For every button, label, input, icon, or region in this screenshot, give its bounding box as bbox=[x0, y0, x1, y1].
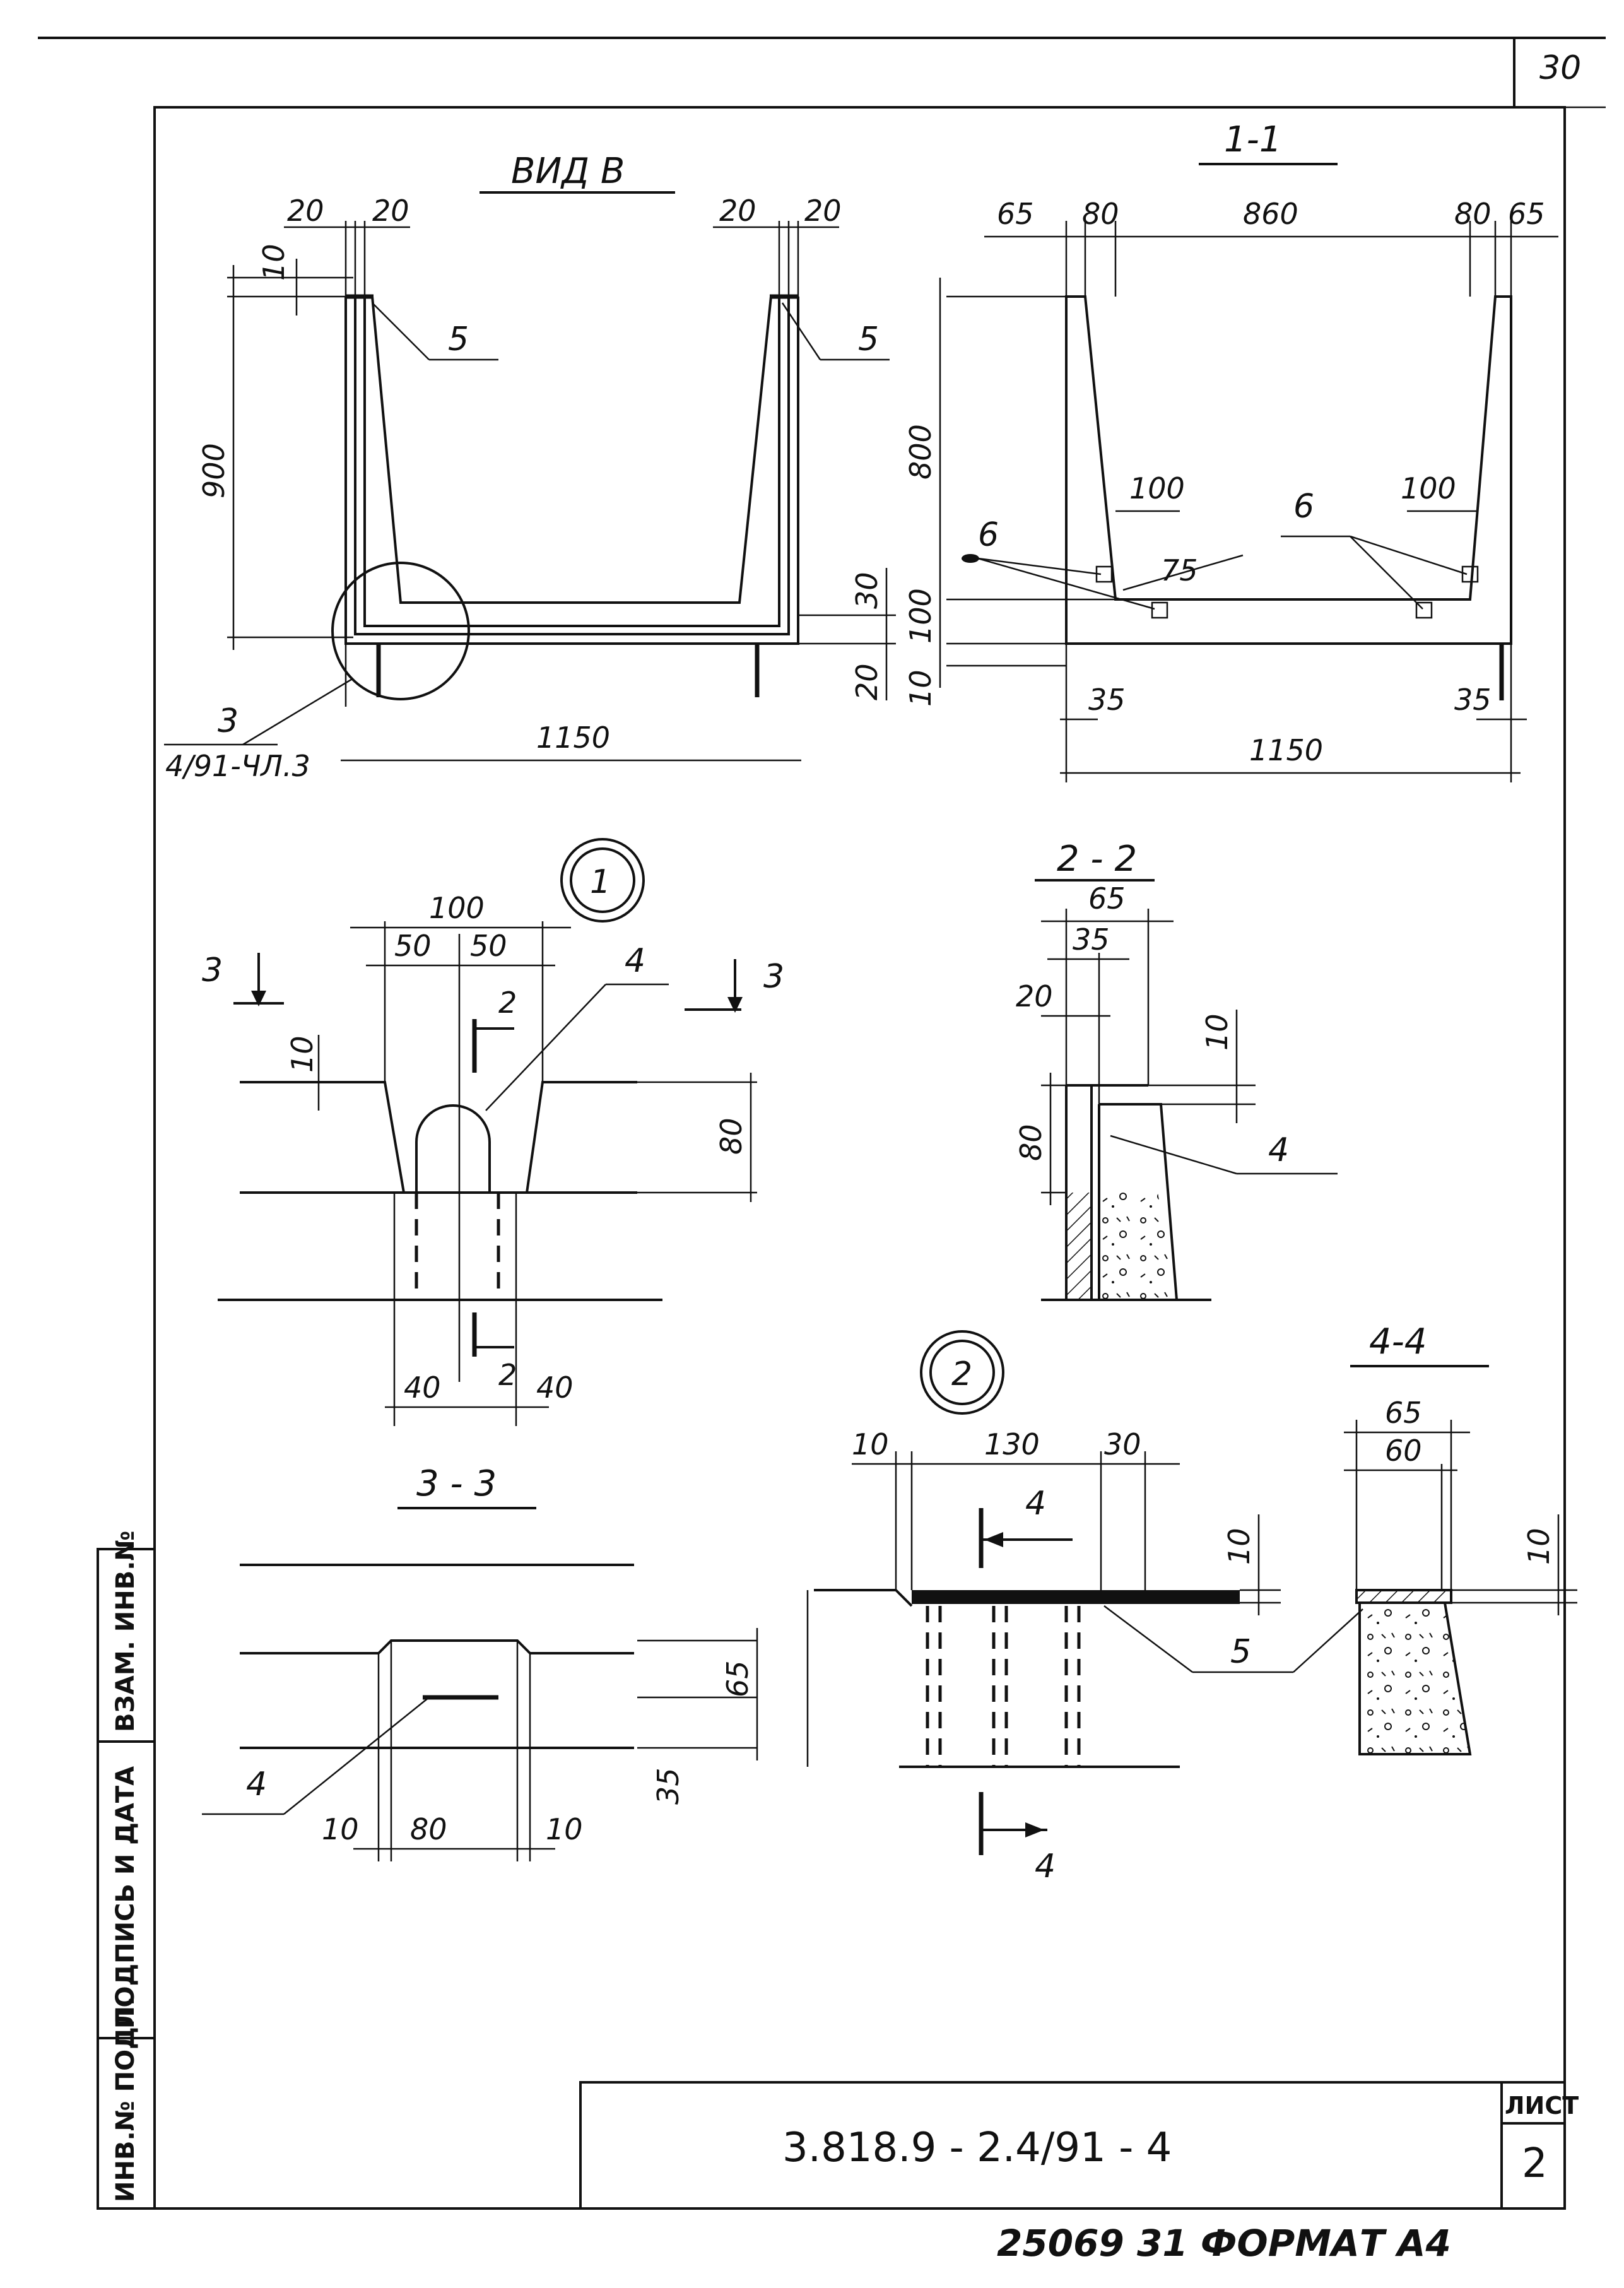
node2-num: 2 bbox=[951, 1355, 972, 1393]
n1-mark-2a: 2 bbox=[498, 986, 517, 1020]
vb-dim-20a: 20 bbox=[287, 194, 324, 228]
sheet-number: 2 bbox=[1522, 2140, 1548, 2187]
s44-dim-65: 65 bbox=[1385, 1396, 1422, 1430]
stamp-inv-podl: ИНВ.№ ПОДЛ. bbox=[111, 1996, 140, 2202]
section-3-3: 3 - 3 65 35 10 80 10 4 bbox=[202, 1463, 758, 1861]
doc-code: 3.818.9 - 2.4/91 - 4 bbox=[782, 2125, 1172, 2171]
n2-dim-130: 130 bbox=[984, 1427, 1040, 1461]
n2-leader-5: 5 bbox=[1230, 1633, 1251, 1671]
s22-dim-80: 80 bbox=[1014, 1124, 1048, 1161]
s22-leader-4: 4 bbox=[1268, 1131, 1289, 1169]
n2-mark-4b: 4 bbox=[1035, 1848, 1056, 1885]
s11-title: 1-1 bbox=[1224, 119, 1281, 160]
n1-dim-40a: 40 bbox=[404, 1371, 441, 1405]
n2-dim-10a: 10 bbox=[852, 1427, 889, 1461]
s33-dim-65: 65 bbox=[721, 1660, 755, 1697]
view-b-title: ВИД В bbox=[511, 151, 625, 192]
page-number: 30 bbox=[1539, 49, 1581, 87]
vb-dim-20d: 20 bbox=[804, 194, 842, 228]
n1-dim-50a: 50 bbox=[394, 929, 432, 963]
s11-dim-35a: 35 bbox=[1088, 683, 1126, 717]
node1-num: 1 bbox=[590, 863, 611, 901]
n1-mark-2b: 2 bbox=[498, 1358, 517, 1392]
s11-dim-860: 860 bbox=[1243, 197, 1298, 231]
s33-dim-80: 80 bbox=[410, 1812, 447, 1846]
s11-dim-80b: 80 bbox=[1454, 197, 1492, 231]
vb-dim-20c: 20 bbox=[719, 194, 756, 228]
s33-title: 3 - 3 bbox=[416, 1463, 497, 1504]
s11-leader-6b: 6 bbox=[1293, 488, 1314, 526]
sheet-frame bbox=[38, 37, 1606, 2210]
s33-dim-35: 35 bbox=[651, 1767, 685, 1805]
footer-text: 25069 31 ФОРМАТ А4 bbox=[997, 2222, 1451, 2265]
vb-callout-num: 3 bbox=[218, 702, 238, 740]
section-2-2: 2 - 2 80 65 35 20 10 4 bbox=[1014, 839, 1338, 1301]
vb-dim-900: 900 bbox=[197, 443, 231, 498]
stamp-signature-date: ПОДПИСЬ И ДАТА bbox=[111, 1766, 140, 2029]
vb-leader-5b: 5 bbox=[858, 321, 879, 358]
node-2: 2 10 130 30 10 4 4 bbox=[806, 1330, 1363, 1885]
s22-dim-65: 65 bbox=[1088, 882, 1126, 916]
n1-mark-3b: 3 bbox=[763, 958, 784, 996]
n2-dim-10b: 10 bbox=[1222, 1528, 1256, 1565]
s22-dim-10: 10 bbox=[1200, 1013, 1234, 1051]
section-1-1: 1-1 65 80 860 80 65 800 100 10 100 75 10… bbox=[903, 119, 1558, 782]
s11-dim-100a: 100 bbox=[903, 588, 938, 644]
s22-dim-35: 35 bbox=[1073, 923, 1110, 957]
n1-dim-100: 100 bbox=[429, 891, 485, 925]
stamp-vzam-inv: ВЗАМ. ИНВ.№ bbox=[111, 1530, 140, 1732]
s11-leader-6a: 6 bbox=[978, 516, 999, 554]
vb-dim-1150: 1150 bbox=[536, 721, 610, 755]
vb-callout-ref: 4/91-ЧЛ.3 bbox=[165, 749, 310, 783]
s33-leader-4: 4 bbox=[246, 1766, 267, 1803]
node-1: 1 100 50 50 10 80 40 40 3 3 bbox=[202, 838, 784, 1426]
s33-dim-10b: 10 bbox=[546, 1812, 583, 1846]
s11-dim-100b: 100 bbox=[1129, 471, 1185, 505]
s11-dim-35b: 35 bbox=[1454, 683, 1492, 717]
n1-leader-4: 4 bbox=[625, 942, 645, 980]
s44-title: 4-4 bbox=[1369, 1321, 1427, 1362]
n1-mark-3a: 3 bbox=[202, 952, 223, 989]
side-stamp: ИНВ.№ ПОДЛ. ПОДПИСЬ И ДАТА ВЗАМ. ИНВ.№ bbox=[97, 1530, 156, 2210]
vb-dim-20b: 20 bbox=[372, 194, 409, 228]
n2-dim-30: 30 bbox=[1104, 1427, 1141, 1461]
n1-dim-10: 10 bbox=[285, 1035, 319, 1073]
s11-dim-65a: 65 bbox=[997, 197, 1034, 231]
s33-dim-10a: 10 bbox=[322, 1812, 359, 1846]
s11-dim-100c: 100 bbox=[1401, 471, 1456, 505]
s44-dim-60: 60 bbox=[1385, 1434, 1422, 1468]
section-4-4: 4-4 65 60 10 bbox=[1344, 1321, 1577, 1755]
vb-leader-5a: 5 bbox=[448, 321, 469, 358]
view-b: ВИД В 20 20 20 20 10 900 bbox=[164, 151, 896, 783]
s22-dim-20: 20 bbox=[1016, 979, 1053, 1013]
s11-dim-10: 10 bbox=[903, 669, 938, 707]
n1-dim-40b: 40 bbox=[536, 1371, 574, 1405]
n2-mark-4a: 4 bbox=[1025, 1485, 1046, 1523]
n1-dim-50b: 50 bbox=[470, 929, 507, 963]
n1-dim-80: 80 bbox=[714, 1117, 748, 1155]
sheet-label: ЛИСТ bbox=[1505, 2092, 1579, 2120]
s11-dim-75: 75 bbox=[1161, 553, 1198, 587]
s11-dim-65b: 65 bbox=[1508, 197, 1545, 231]
vb-dim-10: 10 bbox=[257, 244, 291, 281]
s11-dim-80a: 80 bbox=[1082, 197, 1119, 231]
s22-title: 2 - 2 bbox=[1057, 839, 1137, 880]
title-block: 3.818.9 - 2.4/91 - 4 ЛИСТ 2 bbox=[579, 2081, 1579, 2210]
vb-dim-30: 30 bbox=[850, 572, 884, 609]
vb-dim-20e: 20 bbox=[850, 663, 884, 700]
s11-dim-1150: 1150 bbox=[1249, 733, 1323, 767]
s44-dim-10: 10 bbox=[1522, 1528, 1556, 1565]
s11-dim-800: 800 bbox=[903, 424, 938, 480]
